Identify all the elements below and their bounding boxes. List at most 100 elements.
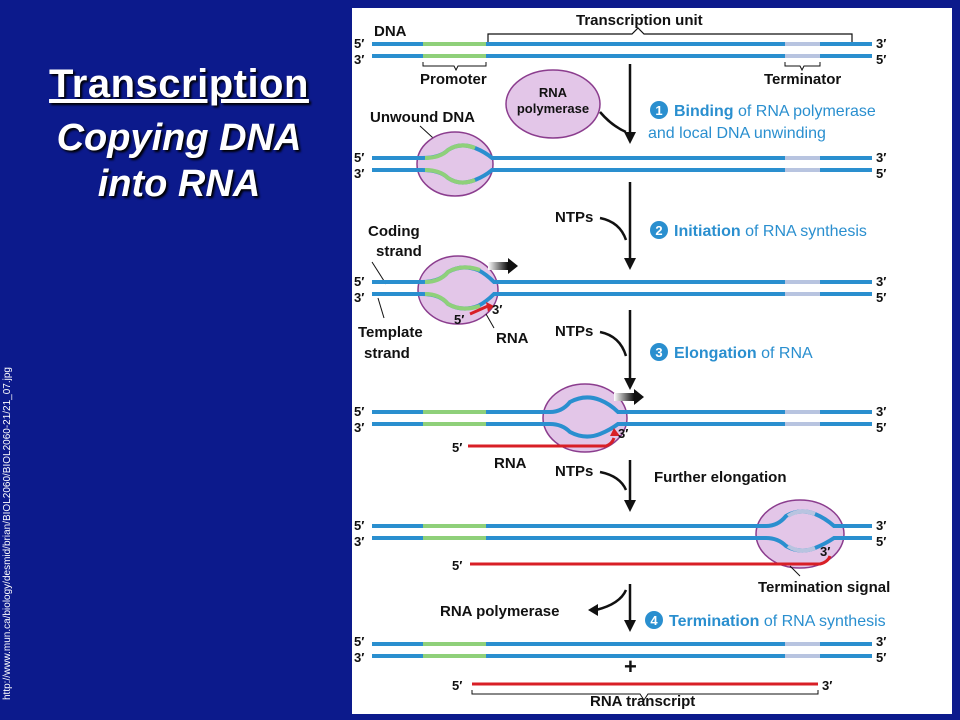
svg-text:3′: 3′ bbox=[876, 518, 886, 533]
rna-polymerase-label-2: polymerase bbox=[517, 101, 589, 116]
svg-text:5′: 5′ bbox=[876, 650, 886, 665]
svg-text:3′: 3′ bbox=[820, 544, 830, 559]
coding-strand-label-2: strand bbox=[376, 243, 422, 260]
page-subtitle: Copying DNA into RNA bbox=[14, 115, 344, 207]
step-4-label: 4 Termination of RNA synthesis bbox=[645, 611, 886, 630]
step-arrow-4: NTPs Further elongation bbox=[555, 460, 787, 512]
dna-overview: DNA Transcription unit 5′ 3′ 3′ 5′ Promo… bbox=[354, 12, 886, 88]
transcription-unit-bracket bbox=[487, 27, 853, 42]
rna-polymerase-shape bbox=[505, 69, 601, 139]
svg-text:5′: 5′ bbox=[452, 558, 462, 573]
rna-transcript-bracket bbox=[471, 690, 819, 701]
svg-text:3′: 3′ bbox=[492, 302, 502, 317]
further-elongation-label: Further elongation bbox=[654, 469, 787, 486]
plus-sign: + bbox=[624, 654, 637, 679]
svg-text:5′: 5′ bbox=[876, 534, 886, 549]
promoter-bracket bbox=[422, 62, 487, 72]
direction-arrow-2 bbox=[614, 393, 634, 401]
svg-text:1: 1 bbox=[655, 103, 662, 118]
step-3-label: 3 Elongation of RNA bbox=[650, 343, 813, 362]
svg-text:3′: 3′ bbox=[876, 150, 886, 165]
initiation-stage: Coding strand 5′ 3′ 3′ 5′ 3′ 5′ RNA Temp… bbox=[354, 223, 886, 362]
page-title: Transcription bbox=[49, 62, 309, 106]
svg-text:3′: 3′ bbox=[876, 634, 886, 649]
source-url: http://www.mun.ca/biology/desmid/brian/B… bbox=[2, 367, 13, 700]
rna-polymerase-bound bbox=[416, 131, 494, 197]
template-strand-label-1: Template bbox=[358, 324, 423, 341]
svg-text:3′: 3′ bbox=[354, 534, 364, 549]
rna-strand-elongation bbox=[468, 437, 616, 448]
svg-text:Initiation of RNA synthesis: Initiation of RNA synthesis bbox=[674, 223, 867, 240]
terminator-label: Terminator bbox=[764, 71, 841, 88]
svg-text:5′: 5′ bbox=[876, 166, 886, 181]
five-prime-label: 5′ bbox=[354, 36, 364, 51]
ntps-label-1: NTPs bbox=[555, 209, 593, 226]
subtitle-line-2: into RNA bbox=[97, 163, 261, 205]
promoter-label: Promoter bbox=[420, 71, 487, 88]
svg-text:3: 3 bbox=[655, 345, 662, 360]
svg-text:3′: 3′ bbox=[354, 650, 364, 665]
step-arrow-2: NTPs bbox=[555, 182, 636, 270]
svg-text:4: 4 bbox=[650, 613, 658, 628]
svg-text:3′: 3′ bbox=[876, 274, 886, 289]
step-arrow-5: RNA polymerase bbox=[440, 584, 636, 632]
svg-text:3′: 3′ bbox=[876, 36, 886, 51]
further-elongation-stage: 5′ 3′ 3′ 5′ 3′ 5′ Termination signal bbox=[354, 499, 890, 596]
rna-strand-further bbox=[470, 555, 832, 566]
subtitle-line-1: Copying DNA bbox=[56, 117, 302, 159]
svg-text:3′: 3′ bbox=[876, 404, 886, 419]
svg-text:Binding of RNA polymerase: Binding of RNA polymerase bbox=[674, 103, 876, 120]
svg-text:3′: 3′ bbox=[618, 426, 628, 441]
three-prime-label: 3′ bbox=[354, 52, 364, 67]
step-1-badge bbox=[650, 101, 668, 119]
termination-signal-label: Termination signal bbox=[758, 579, 890, 596]
step-arrow-1 bbox=[599, 64, 636, 144]
title-block: Transcription Copying DNA into RNA bbox=[14, 62, 344, 207]
ntps-label-3: NTPs bbox=[555, 463, 593, 480]
diagram-panel: DNA Transcription unit 5′ 3′ 3′ 5′ Promo… bbox=[352, 8, 952, 714]
step-4-badge bbox=[645, 611, 663, 629]
svg-text:5′: 5′ bbox=[876, 290, 886, 305]
svg-text:Elongation of RNA: Elongation of RNA bbox=[674, 345, 813, 362]
svg-text:5′: 5′ bbox=[452, 440, 462, 455]
svg-text:5′: 5′ bbox=[354, 404, 364, 419]
rna-polymerase-label-1: RNA bbox=[539, 85, 568, 100]
svg-text:3′: 3′ bbox=[354, 290, 364, 305]
svg-text:5′: 5′ bbox=[454, 312, 464, 327]
coding-strand-label-1: Coding bbox=[368, 223, 420, 240]
step-2-badge bbox=[650, 221, 668, 239]
rna-label-1: RNA bbox=[496, 330, 529, 347]
svg-text:Termination of RNA synthesis: Termination of RNA synthesis bbox=[669, 613, 886, 630]
terminator-bracket bbox=[784, 62, 821, 72]
svg-text:3′: 3′ bbox=[822, 678, 832, 693]
binding-stage: Unwound DNA 5′ 3′ 3′ 5′ bbox=[354, 109, 886, 197]
dna-label: DNA bbox=[374, 23, 407, 40]
svg-text:5′: 5′ bbox=[354, 150, 364, 165]
svg-text:5′: 5′ bbox=[354, 634, 364, 649]
svg-text:3′: 3′ bbox=[354, 420, 364, 435]
transcription-diagram: DNA Transcription unit 5′ 3′ 3′ 5′ Promo… bbox=[354, 12, 890, 710]
svg-text:5′: 5′ bbox=[354, 518, 364, 533]
svg-text:5′: 5′ bbox=[354, 274, 364, 289]
ntps-label-2: NTPs bbox=[555, 323, 593, 340]
rna-polymerase-released-label: RNA polymerase bbox=[440, 603, 560, 620]
rna-polymerase-free: RNA polymerase bbox=[505, 69, 601, 139]
svg-text:and local DNA unwinding: and local DNA unwinding bbox=[648, 125, 826, 142]
svg-text:5′: 5′ bbox=[876, 420, 886, 435]
svg-text:5′: 5′ bbox=[876, 52, 886, 67]
rna-label-2: RNA bbox=[494, 455, 527, 472]
svg-text:2: 2 bbox=[655, 223, 662, 238]
termination-stage: 5′ 3′ 3′ 5′ + 5′ 3′ RNA transcript bbox=[354, 634, 886, 710]
rna-transcript-label: RNA transcript bbox=[590, 693, 695, 710]
step-3-badge bbox=[650, 343, 668, 361]
template-strand-label-2: strand bbox=[364, 345, 410, 362]
svg-text:5′: 5′ bbox=[452, 678, 462, 693]
step-arrow-3: NTPs bbox=[555, 310, 636, 390]
unwound-dna-label: Unwound DNA bbox=[370, 109, 475, 126]
transcription-unit-label: Transcription unit bbox=[576, 12, 703, 29]
elongation-stage: 5′ 3′ 3′ 5′ 3′ 5′ RNA bbox=[354, 383, 886, 472]
step-1-label: 1 Binding of RNA polymerase and local DN… bbox=[648, 101, 876, 142]
direction-arrow-1 bbox=[488, 262, 508, 270]
step-2-label: 2 Initiation of RNA synthesis bbox=[650, 221, 867, 240]
svg-text:3′: 3′ bbox=[354, 166, 364, 181]
